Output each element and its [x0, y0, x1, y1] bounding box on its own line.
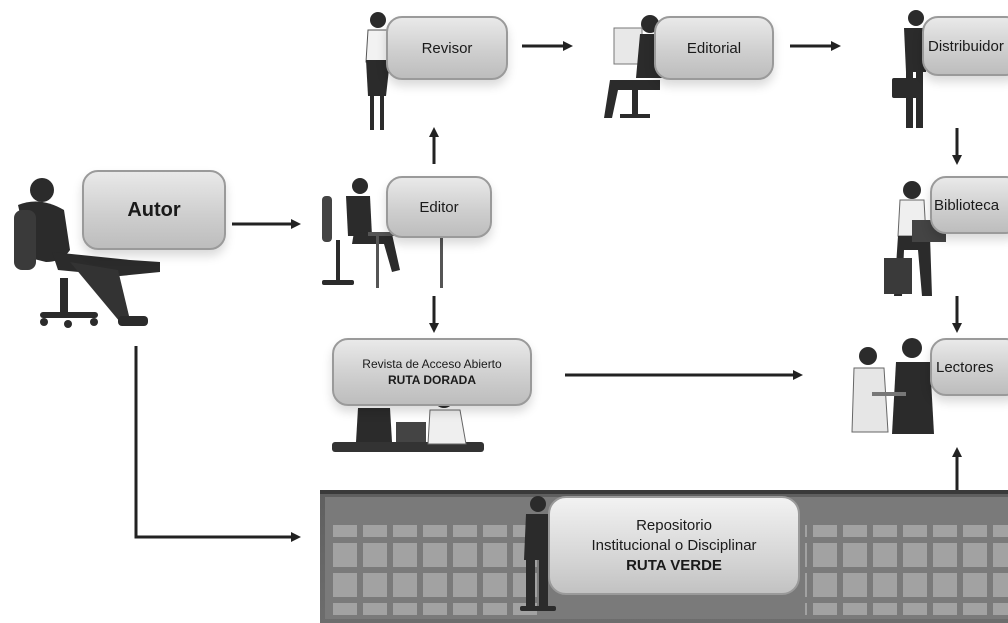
- repositorio-label: Repositorio: [636, 516, 712, 534]
- repositorio-type-label: Institucional o Disciplinar: [591, 536, 757, 554]
- editor-node: Editor: [386, 176, 492, 238]
- standing-woman-icon: [365, 12, 402, 130]
- lectores-node: Lectores: [930, 338, 1008, 396]
- biblioteca-node: Biblioteca: [930, 176, 1008, 234]
- woman-with-laptop-icon: [884, 181, 946, 296]
- distribuidor-node: Distribuidor: [922, 16, 1008, 76]
- revista-label: Revista de Acceso Abierto: [362, 357, 502, 371]
- biblioteca-label: Biblioteca: [934, 196, 1000, 214]
- lectores-label: Lectores: [936, 358, 994, 376]
- repository-tiles-right: [805, 525, 1008, 615]
- editor-label: Editor: [419, 198, 459, 216]
- ruta-dorada-label: RUTA DORADA: [388, 373, 476, 387]
- editorial-label: Editorial: [686, 39, 742, 57]
- autor-label: Autor: [127, 198, 181, 221]
- arrow-autor-to-repositorio: [134, 346, 301, 542]
- repository-tiles-left: [330, 525, 540, 615]
- people-talking-icon: [851, 338, 934, 434]
- revisor-node: Revisor: [386, 16, 508, 80]
- man-thinking-icon: [520, 496, 556, 611]
- seated-man-icon: [14, 178, 160, 328]
- autor-node: Autor: [82, 170, 226, 250]
- repositorio-node: Repositorio Institucional o Disciplinar …: [548, 496, 800, 595]
- editorial-node: Editorial: [654, 16, 774, 80]
- revisor-label: Revisor: [421, 39, 473, 57]
- distribuidor-label: Distribuidor: [928, 37, 1004, 55]
- revista-node: Revista de Acceso Abierto RUTA DORADA: [332, 338, 532, 406]
- man-reading-newspaper-icon: [604, 15, 668, 118]
- ruta-verde-label: RUTA VERDE: [626, 556, 722, 574]
